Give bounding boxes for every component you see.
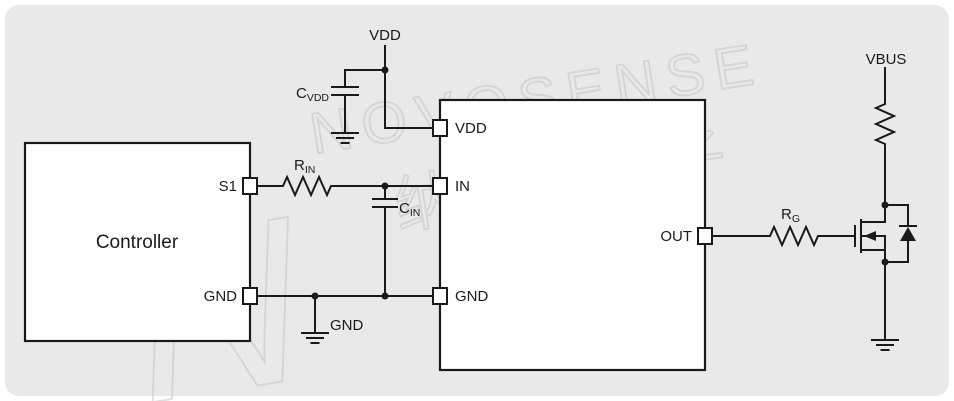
rg-ref: R (781, 206, 792, 223)
wires (255, 45, 917, 351)
ic-pin-in-label: IN (455, 178, 470, 195)
controller-pin-gnd (242, 287, 258, 305)
ic-pin-gnd (432, 287, 448, 305)
cin-ref-label: CIN (399, 200, 420, 219)
ic-pin-vdd (432, 119, 448, 137)
junction-dot (881, 201, 889, 209)
ic-pin-out-label: OUT (660, 228, 692, 245)
rg-ref-sub: G (792, 213, 800, 225)
controller-block (23, 141, 252, 343)
ic-pin-in (432, 177, 448, 195)
ground-symbol (331, 132, 359, 144)
vdd-net-label: VDD (369, 27, 401, 44)
cin-ref: C (399, 200, 410, 217)
rin-ref-label: RIN (294, 157, 315, 176)
vbus-net-label: VBUS (866, 51, 907, 68)
cvdd-ref-sub: VDD (307, 92, 330, 104)
ground-symbol (871, 339, 899, 351)
body-diode-triangle (900, 227, 916, 241)
junction-dot (881, 258, 889, 266)
rin-ref-sub: IN (305, 164, 316, 176)
junction-dot (381, 66, 389, 74)
rg-ref-label: RG (781, 206, 800, 225)
mosfet-body-arrow (864, 231, 876, 241)
gnd-net-label: GND (330, 317, 364, 334)
s1-to-in-wire-with-rin (255, 174, 435, 198)
labels: VDD VBUS CVDD RIN CIN GND RG Controller … (96, 27, 907, 334)
cvdd-ref: C (296, 85, 307, 102)
cvdd-branch-wire (344, 69, 386, 88)
ic-pin-vdd-label: VDD (455, 120, 487, 137)
controller-pin-gnd-label: GND (204, 288, 238, 305)
ic-pin-out (697, 227, 713, 245)
ground-symbol (301, 332, 329, 344)
nmos-transistor (854, 201, 917, 341)
gate-driver-ic-block (438, 98, 707, 372)
controller-pin-s1-label: S1 (219, 178, 237, 195)
cvdd-ref-label: CVDD (296, 85, 329, 104)
rin-ref: R (294, 157, 305, 174)
vbus-wire-with-resistor (873, 67, 897, 223)
cin-ref-sub: IN (410, 207, 421, 219)
controller-title: Controller (96, 232, 179, 253)
out-to-gate-wire-with-rg (710, 224, 856, 248)
controller-pin-s1 (242, 177, 258, 195)
ic-pin-gnd-label: GND (455, 288, 489, 305)
